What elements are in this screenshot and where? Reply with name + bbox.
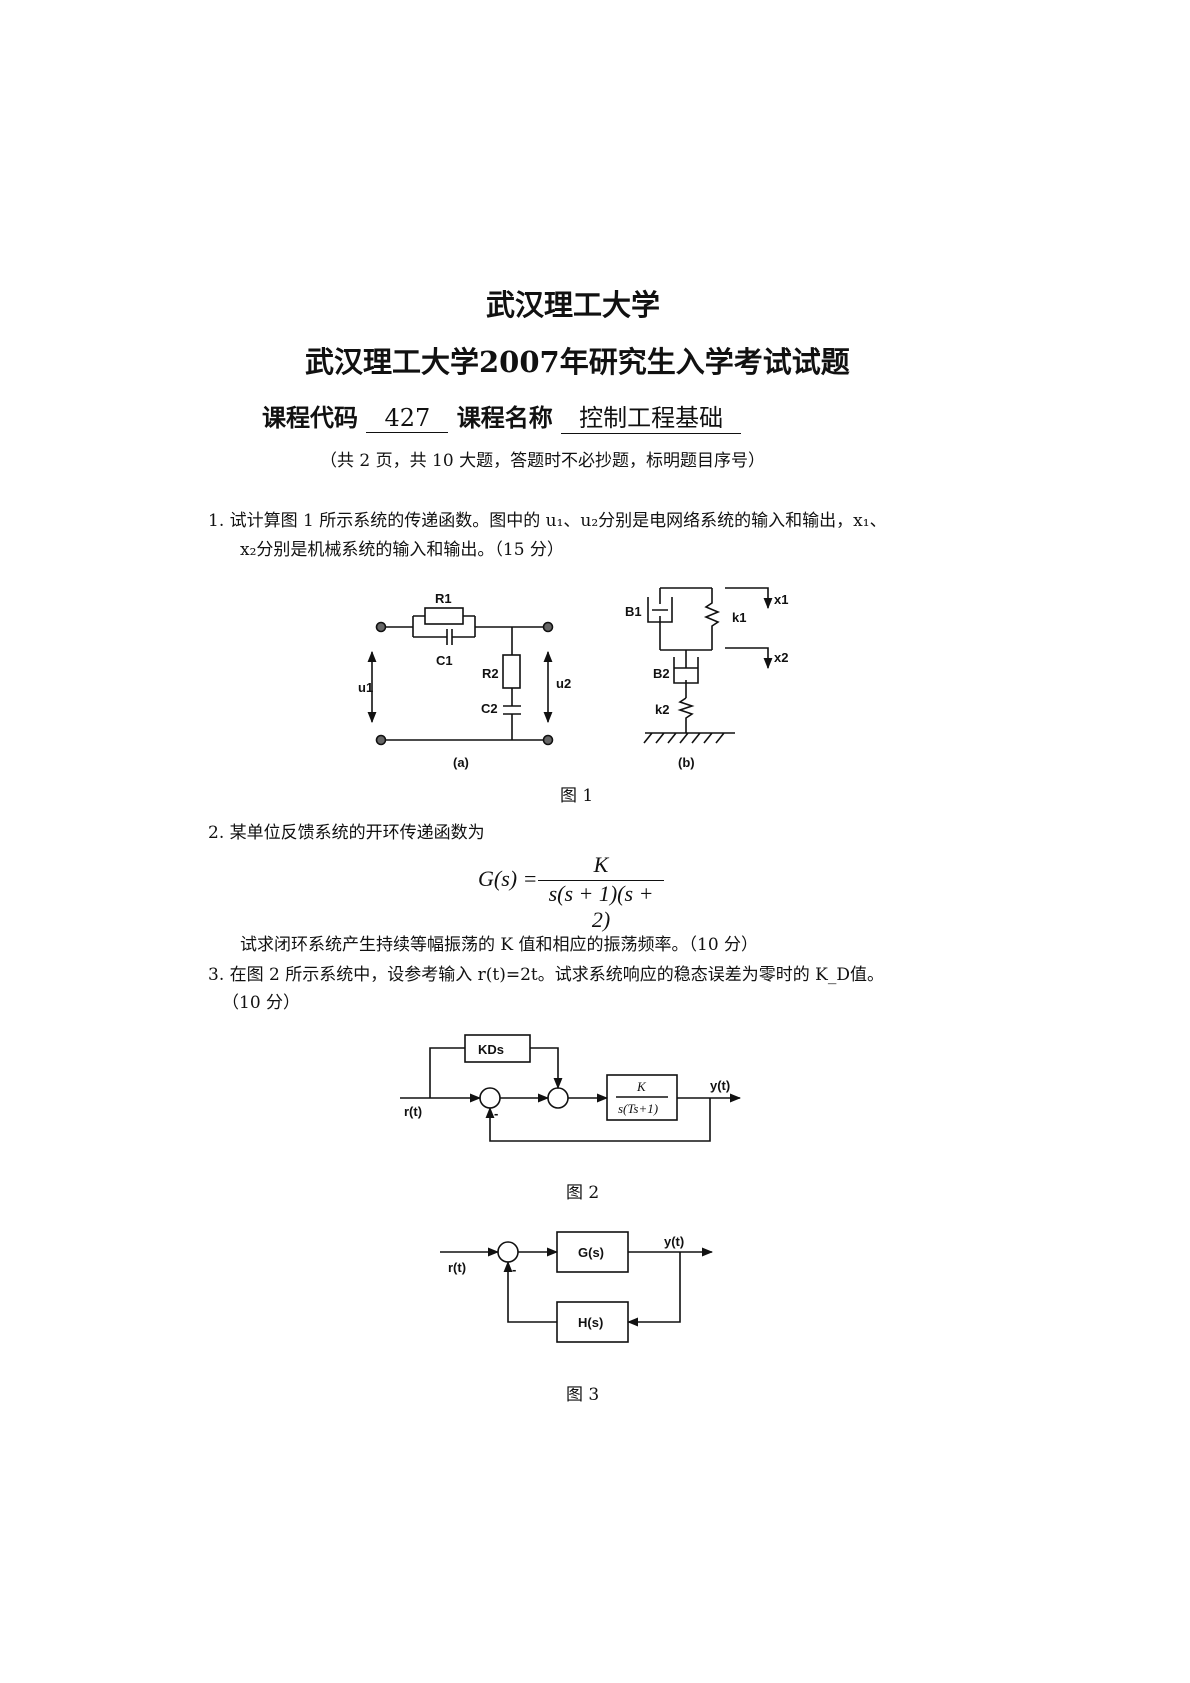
dashpot-b1	[647, 597, 673, 623]
course-name: 控制工程基础	[561, 398, 742, 434]
plant-denominator: s(Ts+1)	[618, 1101, 658, 1116]
dashpot-b2	[673, 657, 699, 684]
minus-sign: -	[512, 1262, 516, 1277]
g-block-label: G(s)	[578, 1245, 604, 1260]
question-1-line-2: x₂分别是机械系统的输入和输出。（15 分）	[240, 540, 564, 560]
input-label: r(t)	[448, 1260, 466, 1275]
label-u1: u1	[358, 680, 373, 695]
figure-3-block-diagram: G(s) H(s) r(t) y(t) -	[440, 1231, 714, 1343]
label-a: (a)	[453, 755, 469, 770]
label-c1: C1	[436, 653, 453, 668]
course-name-label: 课程名称	[456, 403, 553, 432]
output-label: y(t)	[664, 1234, 684, 1249]
figure-1-caption: 图 1	[560, 786, 594, 806]
university-name: 武汉理工大学	[486, 288, 661, 322]
course-code-label: 课程代码	[262, 403, 358, 432]
exam-note: （共 2 页，共 10 大题，答题时不必抄题，标明题目序号）	[320, 451, 766, 471]
question-1-line-1: 1. 试计算图 1 所示系统的传递函数。图中的 u₁、u₂分别是电网络系统的输入…	[208, 511, 887, 531]
formula-fraction: K s(s + 1)(s + 2)	[538, 852, 664, 933]
figure-1b-mechanical: B1 k1 B2 k2 x1 x2 (b)	[625, 587, 788, 770]
label-b1: B1	[625, 604, 642, 619]
minus-sign: -	[494, 1106, 498, 1121]
question-3-line-2: （10 分）	[222, 993, 301, 1013]
figure-3-caption: 图 3	[566, 1385, 600, 1405]
plant-numerator: K	[636, 1079, 647, 1094]
spring-k2	[677, 697, 695, 733]
label-k2: k2	[655, 702, 669, 717]
question-2-line-2: 试求闭环系统产生持续等幅振荡的 K 值和相应的振荡频率。（10 分）	[240, 935, 759, 955]
resistor-r2	[502, 654, 521, 689]
label-r2: R2	[482, 666, 499, 681]
figure-2-block-diagram: KDs K s(Ts+1) r(t) y(t) -	[400, 1034, 742, 1142]
h-block-label: H(s)	[578, 1315, 603, 1330]
input-label: r(t)	[404, 1104, 422, 1119]
label-x2: x2	[774, 650, 788, 665]
course-code: 427	[366, 404, 449, 433]
label-k1: k1	[732, 610, 746, 625]
formula-lhs: G(s) =	[478, 866, 538, 891]
label-x1: x1	[774, 592, 788, 607]
capacitor-c2	[503, 705, 521, 715]
kd-block-label: KDs	[478, 1042, 504, 1057]
exam-title: 武汉理工大学2007年研究生入学考试试题	[305, 345, 850, 379]
capacitor-c1	[446, 629, 453, 645]
question-3-line-1: 3. 在图 2 所示系统中，设参考输入 r(t)=2t。试求系统响应的稳态误差为…	[208, 965, 884, 985]
course-info: 课程代码 427 课程名称 控制工程基础	[262, 398, 742, 434]
summing-junction	[497, 1241, 519, 1263]
formula-denominator: s(s + 1)(s + 2)	[548, 881, 654, 932]
summing-junction-1	[479, 1087, 501, 1109]
resistor-r1	[424, 607, 464, 625]
output-label: y(t)	[710, 1078, 730, 1093]
summing-junction-2	[547, 1087, 569, 1109]
formula-numerator: K	[593, 852, 609, 877]
label-c2: C2	[481, 701, 498, 716]
figure-2-caption: 图 2	[566, 1183, 600, 1203]
label-u2: u2	[556, 676, 571, 691]
label-b: (b)	[678, 755, 695, 770]
label-b2: B2	[653, 666, 670, 681]
question-2-line-1: 2. 某单位反馈系统的开环传递函数为	[208, 823, 485, 843]
figure-1a-circuit: R1 C1 R2 C2 u1 u2 (a)	[358, 591, 571, 770]
label-r1: R1	[435, 591, 452, 606]
